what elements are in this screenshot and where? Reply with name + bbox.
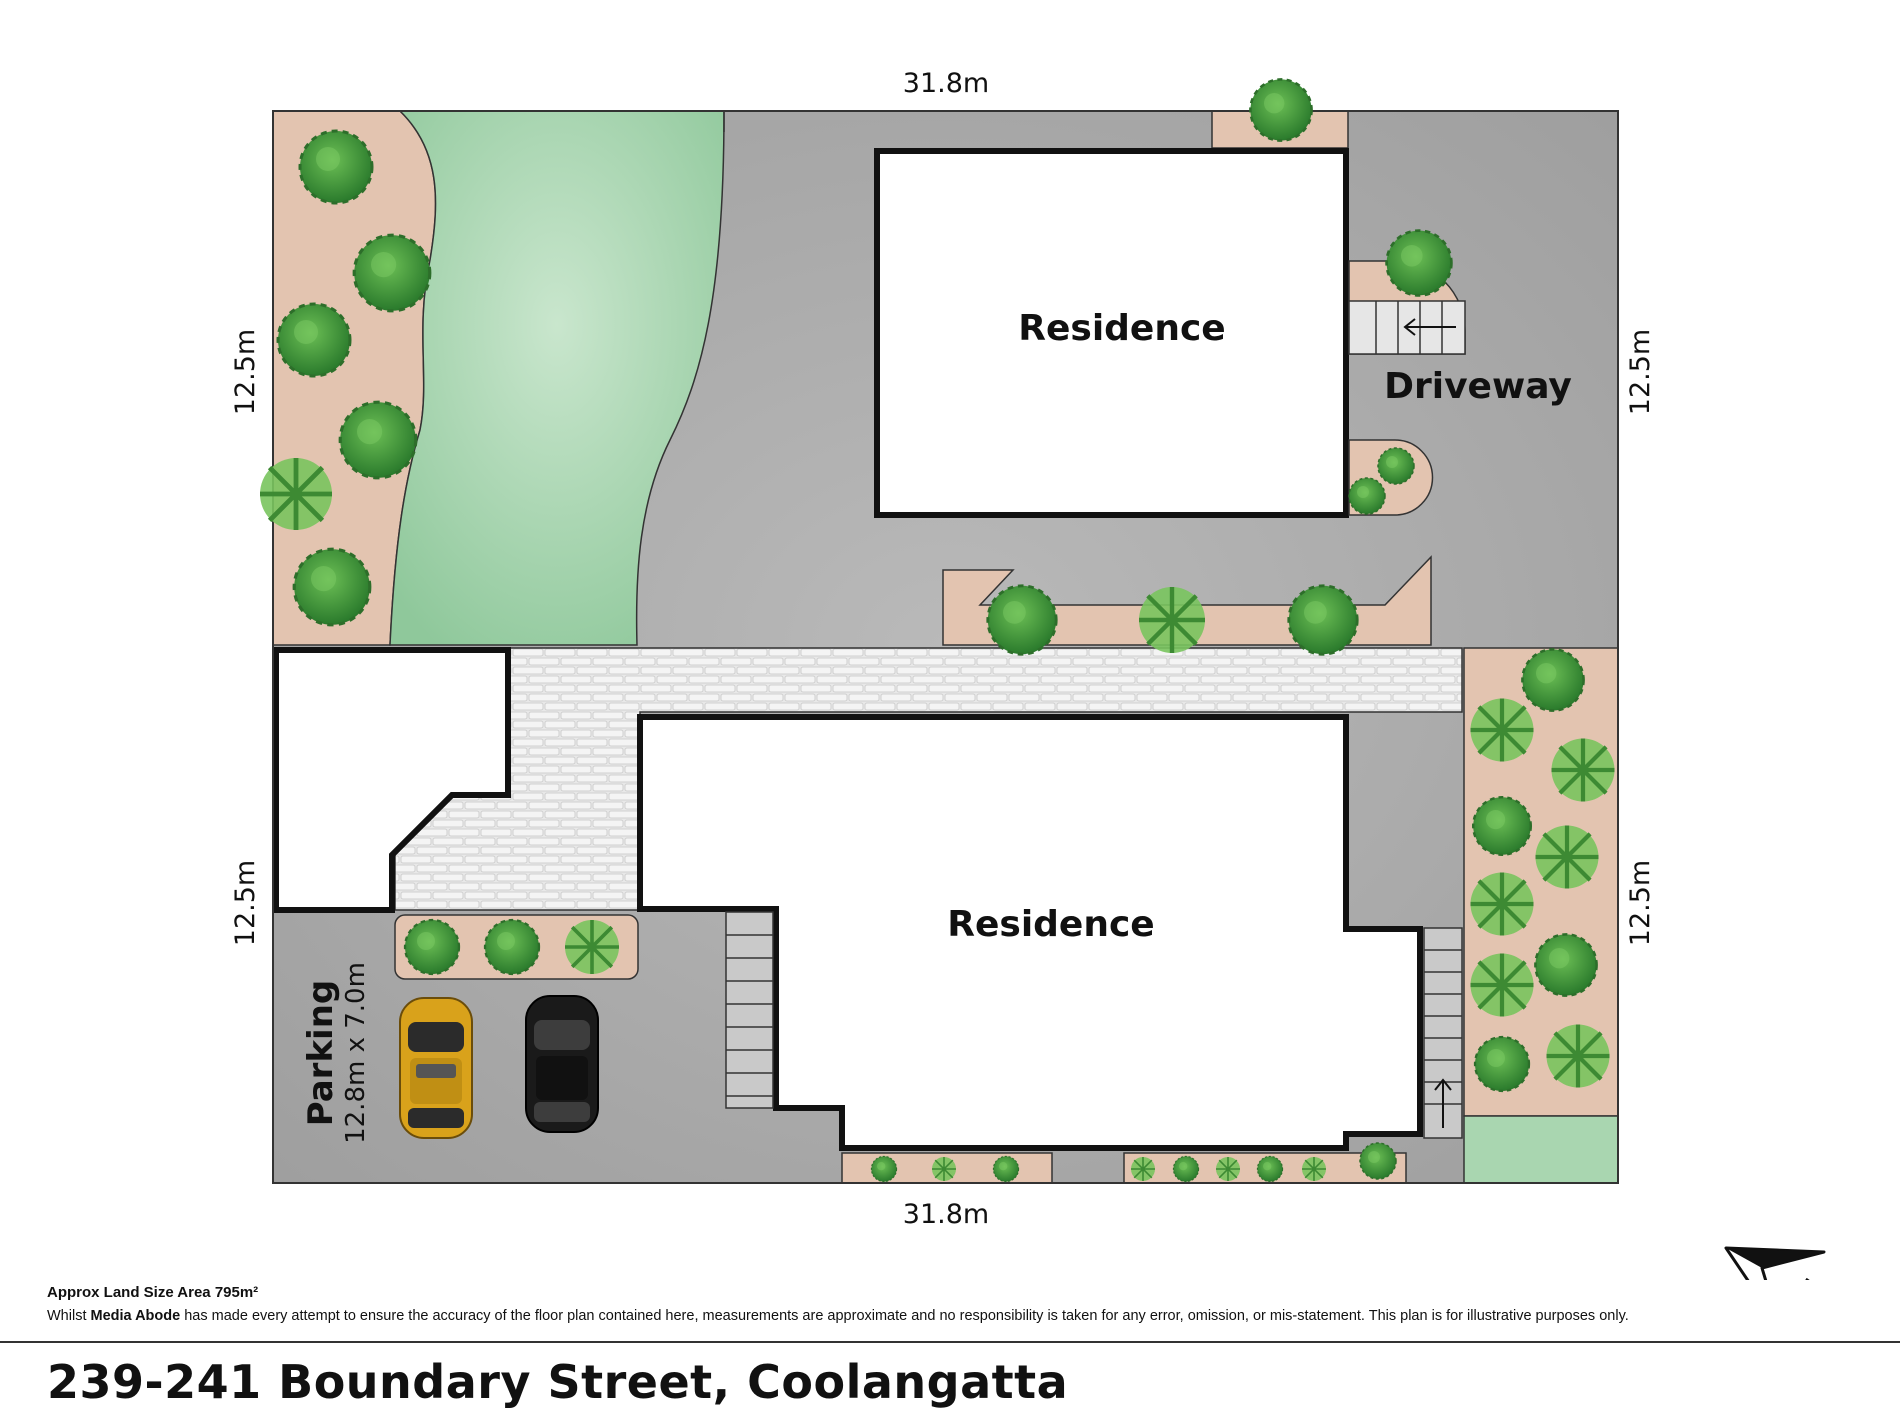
dimension-bottom: 31.8m	[903, 1199, 989, 1230]
footer-divider	[0, 1341, 1900, 1343]
residence-north	[874, 148, 1349, 518]
stairs-west	[725, 911, 774, 1109]
disclaimer-prefix: Whilst	[47, 1308, 91, 1324]
lawn	[389, 110, 725, 646]
car-black-icon	[525, 995, 599, 1133]
disclaimer-suffix: has made every attempt to ensure the acc…	[180, 1308, 1629, 1324]
label-residence-north: Residence	[1018, 308, 1225, 349]
disclaimer: Whilst Media Abode has made every attemp…	[47, 1308, 1629, 1324]
north-arrow-icon: N	[1724, 1246, 1830, 1280]
disclaimer-company: Media Abode	[90, 1308, 181, 1324]
dimension-right-upper: 12.5m	[1625, 329, 1656, 415]
residence-south	[637, 714, 1423, 1151]
compass-label: N	[1794, 1273, 1830, 1280]
property-address: 239-241 Boundary Street, Coolangatta	[47, 1355, 1069, 1409]
land-size: Approx Land Size Area 795m²	[47, 1284, 259, 1301]
dimension-left-lower: 12.5m	[230, 860, 261, 946]
dimension-right-lower: 12.5m	[1625, 860, 1656, 946]
lawn-east	[1463, 1115, 1619, 1184]
stairs-east	[1423, 927, 1463, 1139]
outbuilding	[273, 647, 511, 913]
dimension-top: 31.8m	[903, 68, 989, 99]
label-residence-south: Residence	[947, 904, 1154, 945]
car-yellow-icon	[399, 997, 473, 1139]
label-parking: Parking	[301, 980, 341, 1127]
label-parking-size: 12.8m x 7.0m	[341, 962, 371, 1144]
label-driveway: Driveway	[1384, 366, 1572, 407]
dimension-left-upper: 12.5m	[230, 329, 261, 415]
site-plan: 31.8m 31.8m 12.5m 12.5m 12.5m 12.5m Resi…	[230, 68, 1830, 1280]
